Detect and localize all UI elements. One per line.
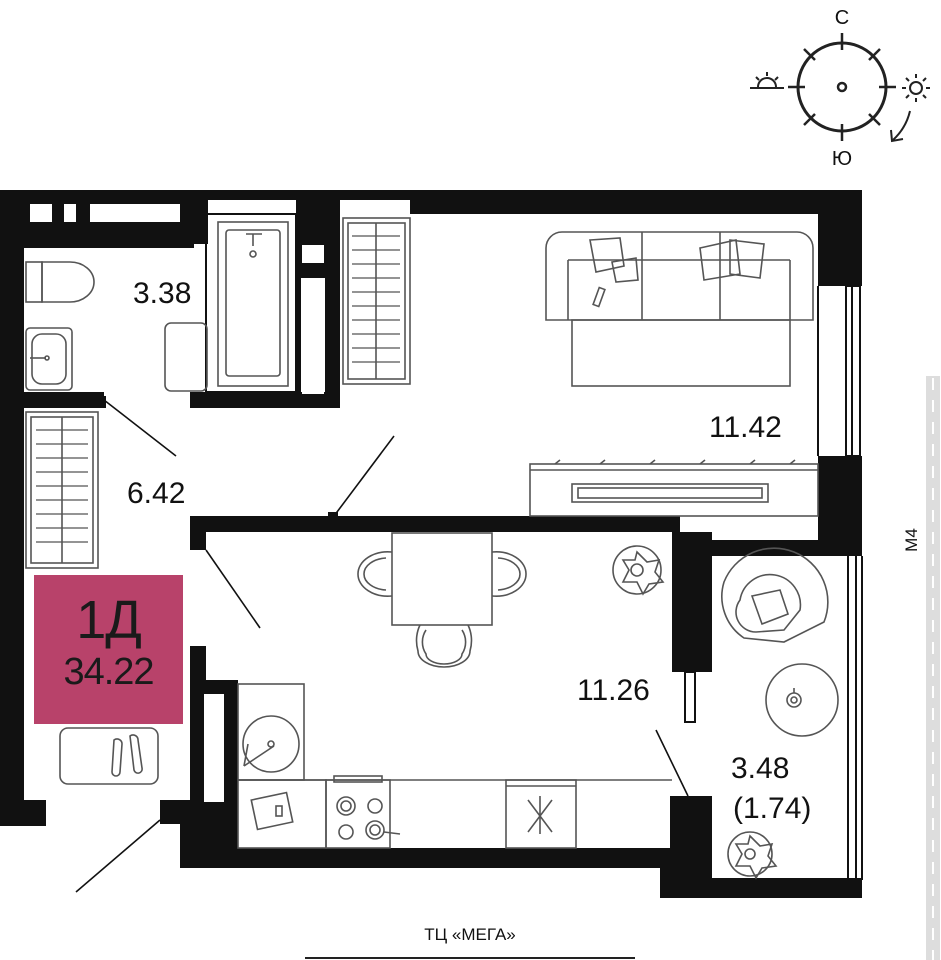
shoe-mat-icon: [59, 727, 159, 785]
apartment-badge: 1Д 34.22: [34, 575, 183, 724]
round-table-icon: [765, 663, 839, 737]
sun-path-arrow-icon: [890, 110, 911, 143]
room-labels: 3.38 6.42 11.42 11.26 3.48 (1.74): [127, 277, 811, 825]
sofa-icon: [545, 231, 814, 387]
wall-inner-lines: [205, 213, 324, 393]
tv-stand-icon: [529, 459, 819, 517]
living-window: [817, 285, 861, 457]
compass-north-label: С: [835, 7, 849, 29]
window-openings: [30, 200, 410, 802]
living-room-area: 11.42: [709, 411, 782, 444]
bath-mat: [164, 322, 208, 392]
kitchen-area: 11.26: [577, 674, 650, 707]
balcony-glazing: [847, 556, 863, 880]
bathtub-icon: [217, 221, 289, 387]
bathroom-sink-icon: [25, 327, 73, 391]
compass: С Ю: [750, 7, 930, 170]
walls: [0, 190, 862, 898]
road-m4: М4: [902, 376, 940, 960]
landmark-line: [305, 957, 635, 959]
plant-balcony-icon: [727, 831, 778, 880]
plant-icon: [612, 545, 665, 596]
balcony-area: 3.48: [731, 752, 789, 785]
wardrobe-hallway-icon: [25, 411, 99, 569]
dining-table-icon: [357, 532, 527, 668]
wardrobe-upper-icon: [342, 217, 411, 385]
kitchen-counter-icon: [237, 683, 672, 849]
wardrobe-hangers: [36, 235, 400, 543]
armchair-icon: [721, 547, 829, 643]
landmark-label: ТЦ «МЕГА»: [424, 925, 516, 944]
road-label: М4: [902, 528, 921, 552]
apartment-type: 1Д: [76, 590, 142, 650]
apartment-total-area: 34.22: [63, 651, 154, 693]
sunset-icon: [750, 72, 784, 89]
compass-south-label: Ю: [832, 148, 852, 170]
balcony-door-post: [684, 671, 696, 723]
bathroom-area: 3.38: [133, 277, 191, 310]
toilet-icon: [25, 261, 95, 303]
sun-icon: [902, 74, 930, 102]
hallway-area: 6.42: [127, 477, 185, 510]
balcony-reduced-area: (1.74): [733, 792, 811, 825]
door-swings: [75, 399, 689, 893]
furniture: [25, 217, 839, 880]
